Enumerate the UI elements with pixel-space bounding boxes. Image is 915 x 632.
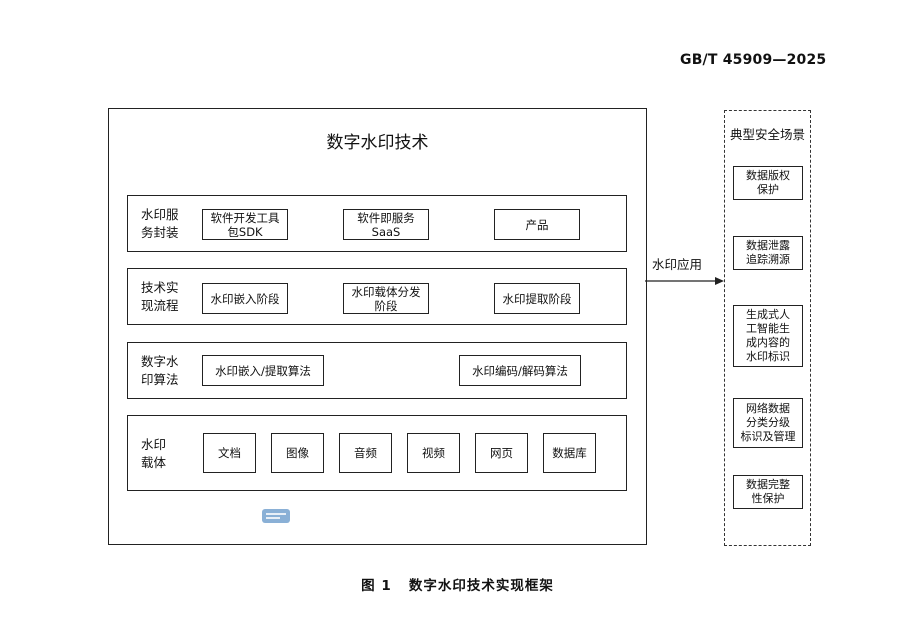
standard-number: GB/T 45909—2025: [680, 52, 827, 68]
box-carrier-document: 文档: [203, 433, 256, 473]
scenario-classification-labeling: 网络数据 分类分级 标识及管理: [733, 398, 803, 448]
layer-service-packaging: [127, 195, 627, 252]
arrow-label: 水印应用: [652, 257, 703, 272]
scenarios-title: 典型安全场景: [729, 127, 805, 142]
main-title: 数字水印技术: [326, 133, 429, 153]
scenario-integrity-protection: 数据完整 性保护: [733, 475, 803, 509]
box-product: 产品: [494, 209, 580, 240]
box-distribution-stage: 水印载体分发 阶段: [343, 283, 429, 314]
layer-label: 数字水 印算法: [141, 354, 179, 387]
box-extraction-stage: 水印提取阶段: [494, 283, 580, 314]
layer-label: 技术实 现流程: [141, 280, 179, 313]
figure-caption: 图 1 数字水印技术实现框架: [361, 578, 554, 594]
watermark-logo-icon: [262, 509, 290, 523]
scenario-leak-tracing: 数据泄露 追踪溯源: [733, 236, 803, 270]
layer-label: 水印 载体: [141, 437, 167, 470]
main-frame: [108, 108, 647, 545]
box-carrier-image: 图像: [271, 433, 324, 473]
box-embed-extract-algorithm: 水印嵌入/提取算法: [202, 355, 324, 386]
box-saas: 软件即服务 SaaS: [343, 209, 429, 240]
scenario-copyright-protection: 数据版权 保护: [733, 166, 803, 200]
box-carrier-webpage: 网页: [475, 433, 528, 473]
box-carrier-audio: 音频: [339, 433, 392, 473]
box-carrier-video: 视频: [407, 433, 460, 473]
box-sdk: 软件开发工具 包SDK: [202, 209, 288, 240]
scenarios-frame: [724, 110, 811, 546]
scenario-aigc-watermark: 生成式人 工智能生 成内容的 水印标识: [733, 305, 803, 367]
box-carrier-database: 数据库: [543, 433, 596, 473]
box-encode-decode-algorithm: 水印编码/解码算法: [459, 355, 581, 386]
arrow-right-icon: [645, 277, 724, 285]
layer-algorithms: [127, 342, 627, 399]
layer-implementation-process: [127, 268, 627, 325]
layer-label: 水印服 务封装: [141, 207, 179, 240]
box-embedding-stage: 水印嵌入阶段: [202, 283, 288, 314]
layer-carriers: [127, 415, 627, 491]
